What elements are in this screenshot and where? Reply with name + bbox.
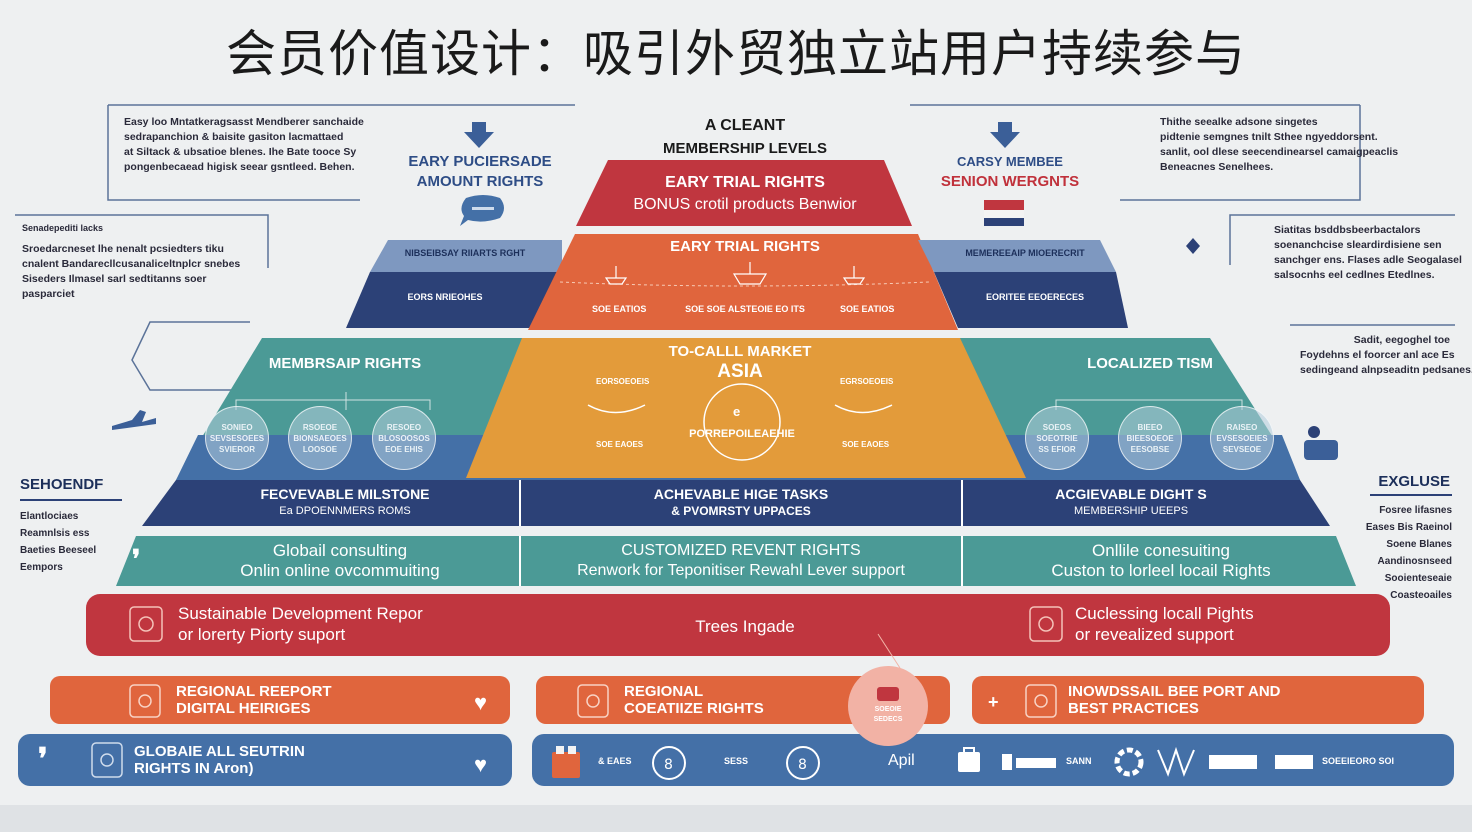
tier-8-item: SOEEIEORO SOI [1322,756,1395,766]
side-right-heading: EXGLUSE [1378,473,1450,490]
flag-icon [984,200,1024,226]
tier-3-localized[interactable]: LOCALIZED TISM [1087,355,1213,372]
tier-2-early-trial[interactable]: EARY TRIAL RIGHTS [670,238,820,255]
tier-3-foot-left: SOE EAOES [596,440,644,449]
tier-3-foot-right: SOE EAOES [842,440,890,449]
document-icon [91,742,123,778]
tier-2-small-left: SOE EATIOS [592,304,647,314]
label-senior-rights: CARSY MEMBEE SENION WERGNTS [940,154,1080,190]
bag-icon [958,747,980,772]
tier-3-small-left: EORSOEOEIS [596,377,650,386]
tier-8-item: Apil [888,752,915,769]
document-icon [577,684,609,718]
report-icon [129,606,163,642]
quote-icon: ❜ [132,544,141,574]
tier-8-item: SANN [1066,756,1092,766]
badge-icon [877,687,899,701]
svg-text:8: 8 [664,757,673,773]
tier-6-trees[interactable]: Trees Ingade [695,617,795,636]
coin-icon: 8 [786,746,820,780]
truck-icon [1002,754,1056,770]
tier-4-tasks[interactable]: ACHEVABLE HIGE TASKS& PVOMRSTY UPPACES [653,486,829,518]
hand-icon [112,410,156,430]
tier-2-left-bottom: EORS NRIEOHES [407,292,483,302]
arrow-down-icon [990,122,1020,148]
ship-icons [604,262,866,285]
currency-icon: e [733,404,741,419]
chat-bubble-icon [460,195,504,226]
page-title: 会员价值设计：吸引外贸独立站用户持续参与 [226,25,1246,83]
tier-3-small-right: EGRSOEOEIS [840,377,894,386]
svg-text:8: 8 [798,757,807,773]
tier-2-small-right: SOE EATIOS [840,304,895,314]
document-icon [1025,684,1057,718]
pin-icon [1186,238,1200,254]
plus-icon: + [988,692,999,712]
person-icon [1304,426,1338,460]
tier-3-membership-rights[interactable]: MEMBRSAIP RIGHTS [268,355,422,372]
tier-3-badge: PORREPOILEAEHIE [689,428,795,440]
tier-2-left-top: NIBSEIBSAY RIIARTS RGHT [404,248,526,258]
note-mid-left: Senadepediti lacks Sroedarcneset lhe nen… [22,223,241,300]
card-icon [1209,755,1257,769]
tier-2-small-mid: SOE SOE ALSTEOIE EO ITS [685,304,805,314]
arrow-down-icon [464,122,494,148]
report-icon [1029,606,1063,642]
store-icon [552,746,580,778]
card-icon [1275,755,1313,769]
tier-2-right-bottom: EORITEE EEOERECES [985,292,1085,302]
side-left-heading: SEHOENDF [20,476,104,493]
tier-8-item: & EAES [598,756,632,766]
tier-8-item: SESS [724,756,749,766]
quote-icon: ❜ [38,743,48,776]
note-top-left: Easy loo Mntatkeragsasst Mendberer sanch… [124,116,364,173]
tier-2-right-top: MEMEREEAIP MIOERECRIT [965,248,1085,258]
signal-icon [1157,746,1195,777]
heart-icon: ♥ [474,752,488,777]
document-icon [129,684,161,718]
coin-icon: 8 [652,746,686,780]
gear-icon [1114,747,1144,777]
heart-icon: ♥ [474,690,488,715]
